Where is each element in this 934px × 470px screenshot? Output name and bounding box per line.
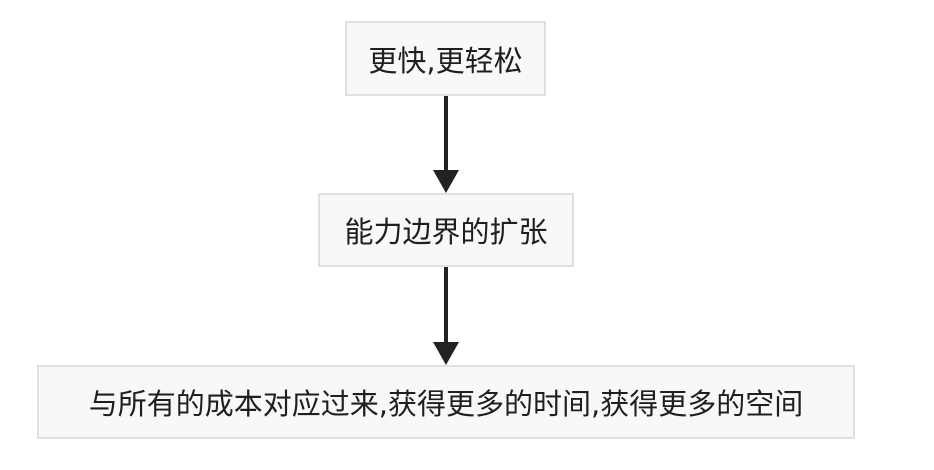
edge-node1-to-node2 <box>433 96 459 193</box>
edge-node2-to-node3 <box>433 267 459 365</box>
node-capability-expansion: 能力边界的扩张 <box>318 193 574 267</box>
node-cost-time-space: 与所有的成本对应过来,获得更多的时间,获得更多的空间 <box>37 365 855 439</box>
node-label: 能力边界的扩张 <box>344 215 548 249</box>
node-label: 与所有的成本对应过来,获得更多的时间,获得更多的空间 <box>88 387 804 421</box>
arrow-head-icon <box>433 170 459 193</box>
node-faster-easier: 更快,更轻松 <box>345 21 546 96</box>
node-label: 更快,更轻松 <box>368 43 523 78</box>
arrow-head-icon <box>433 342 459 365</box>
